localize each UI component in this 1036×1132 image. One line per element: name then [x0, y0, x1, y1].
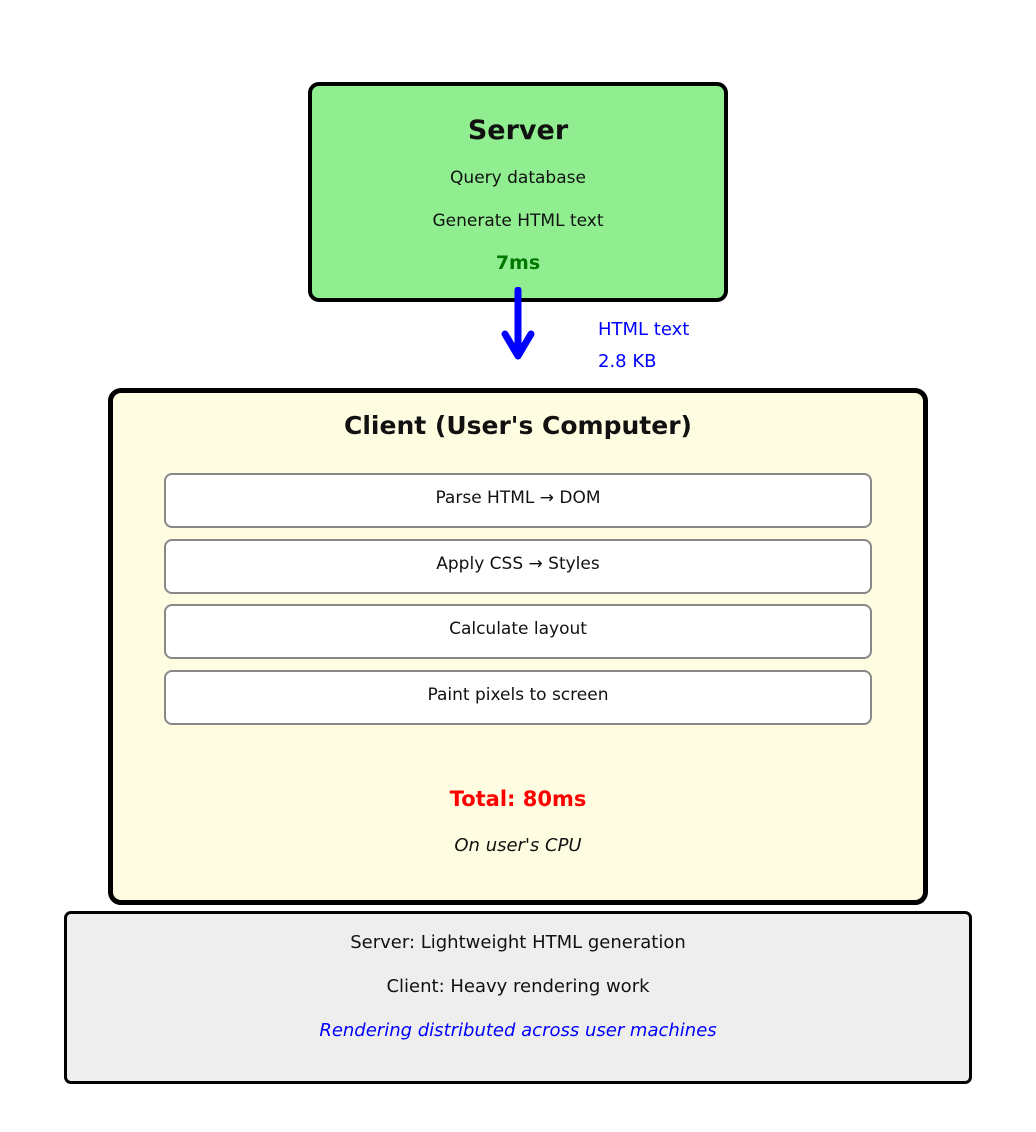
client-cpu-note: On user's CPU	[454, 835, 582, 856]
client-step-paint-pixels: Paint pixels to screen	[164, 670, 872, 725]
client-step-apply-css: Apply CSS → Styles	[164, 539, 872, 594]
summary-client-line: Client: Heavy rendering work	[386, 976, 650, 997]
client-total-time-label: Total: 80ms	[449, 787, 587, 811]
transfer-payload-label: HTML text	[598, 319, 690, 340]
server-box: Server Query database Generate HTML text…	[308, 82, 728, 302]
summary-highlight-line: Rendering distributed across user machin…	[319, 1020, 717, 1041]
transfer-size-label: 2.8 KB	[598, 351, 657, 372]
server-time-label: 7ms	[495, 252, 541, 274]
client-box-title: Client (User's Computer)	[344, 411, 692, 440]
client-step-calculate-layout: Calculate layout	[164, 604, 872, 659]
server-step-generate-html: Generate HTML text	[432, 211, 604, 231]
summary-box: Server: Lightweight HTML generation Clie…	[64, 911, 972, 1084]
summary-server-line: Server: Lightweight HTML generation	[350, 932, 686, 953]
client-step-parse-html: Parse HTML → DOM	[164, 473, 872, 528]
server-step-query-database: Query database	[450, 168, 586, 188]
server-box-title: Server	[467, 115, 569, 146]
client-box: Client (User's Computer) Parse HTML → DO…	[108, 388, 928, 905]
down-arrow-icon	[501, 287, 535, 360]
